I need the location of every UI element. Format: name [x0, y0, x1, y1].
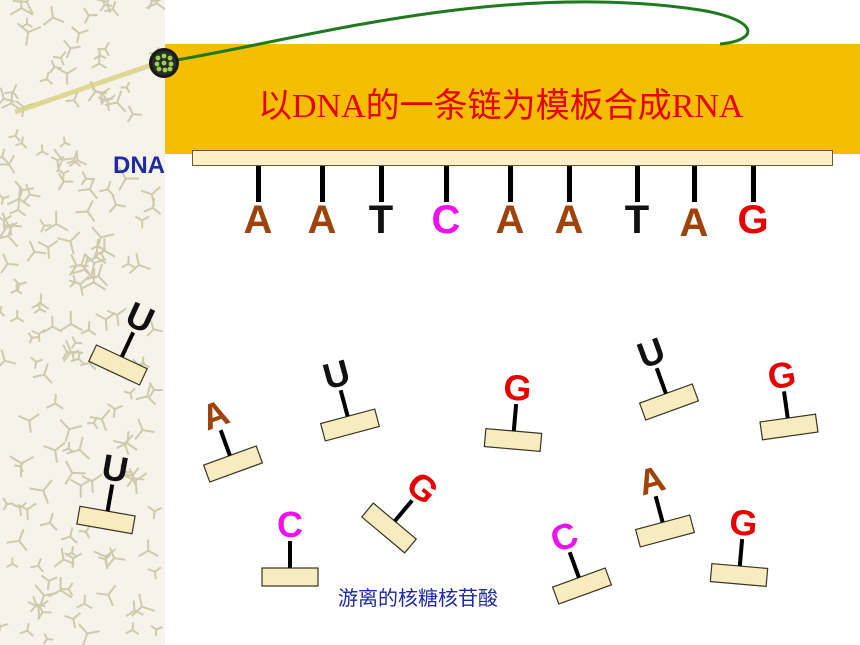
base-stick [737, 538, 745, 567]
ribose-sugar [88, 344, 148, 386]
base-stick [393, 499, 414, 523]
caption: 游离的核糖核苷酸 [338, 586, 498, 610]
page-title: 以DNA的一条链为模板合成RNA [258, 88, 744, 125]
nucleotide-base: C [277, 504, 303, 545]
nucleotide-base: G [765, 353, 798, 398]
base-stick [105, 484, 115, 512]
ribose-sugar [360, 502, 418, 554]
nucleotide-base: C [545, 513, 583, 560]
nucleotide-base: U [632, 329, 670, 376]
template-base: A [307, 198, 337, 242]
free-nucleotide: U [76, 446, 136, 535]
ribose-sugar [709, 562, 769, 588]
title-band [165, 44, 860, 154]
ribose-sugar [759, 413, 819, 441]
template-base: C [431, 198, 461, 242]
template-base-stick [567, 166, 572, 202]
template-base-stick [256, 166, 261, 202]
free-nucleotide: U [319, 351, 381, 442]
nucleotide-base: U [120, 293, 161, 341]
ribose-sugar [319, 408, 381, 442]
template-base-stick [692, 166, 697, 202]
free-nucleotide: G [360, 463, 447, 554]
free-nucleotide: C [261, 504, 319, 587]
ribose-sugar [551, 567, 613, 605]
template-base: T [624, 198, 650, 242]
base-stick [338, 389, 350, 417]
free-nucleotide: U [632, 329, 700, 421]
template-base: G [737, 198, 769, 242]
free-nucleotide: G [709, 501, 769, 588]
template-base: A [679, 201, 709, 245]
base-stick [511, 403, 519, 432]
ribose-sugar [638, 383, 700, 421]
base-stick [567, 551, 581, 579]
free-nucleotide: C [545, 513, 613, 605]
base-stick [782, 391, 790, 419]
nucleotide-base: U [319, 351, 355, 397]
template-base: A [243, 198, 273, 242]
template-base-stick [635, 166, 640, 202]
base-stick [218, 429, 232, 457]
dna-strand-backbone [192, 150, 833, 166]
nucleotide-base: G [728, 501, 759, 544]
decorative-swoosh [14, 0, 750, 115]
base-stick [119, 331, 136, 358]
template-base-stick [320, 166, 325, 202]
free-nucleotide: A [196, 391, 264, 483]
background-texture [0, 0, 165, 645]
ribose-sugar [261, 567, 319, 587]
template-base: A [495, 198, 525, 242]
nucleotide-base: A [196, 391, 234, 438]
template-base: T [368, 198, 394, 242]
base-stick [654, 367, 668, 395]
nucleotide-base: A [634, 457, 670, 503]
ribose-sugar [634, 514, 696, 548]
dna-label: DNA [113, 152, 165, 179]
template-base-stick [751, 166, 756, 202]
nucleotide-base: U [99, 446, 132, 491]
ribose-sugar [483, 427, 543, 453]
template-base-stick [444, 166, 449, 202]
template-base-stick [508, 166, 513, 202]
free-nucleotide: A [634, 457, 696, 548]
free-nucleotide: U [88, 293, 161, 386]
base-stick [653, 495, 665, 523]
sphere-icon [149, 48, 179, 78]
template-base: A [554, 198, 584, 242]
ribose-sugar [202, 445, 264, 483]
template-base-stick [379, 166, 384, 202]
free-nucleotide: G [483, 366, 543, 453]
nucleotide-base: G [502, 366, 533, 409]
free-nucleotide: G [759, 353, 819, 441]
